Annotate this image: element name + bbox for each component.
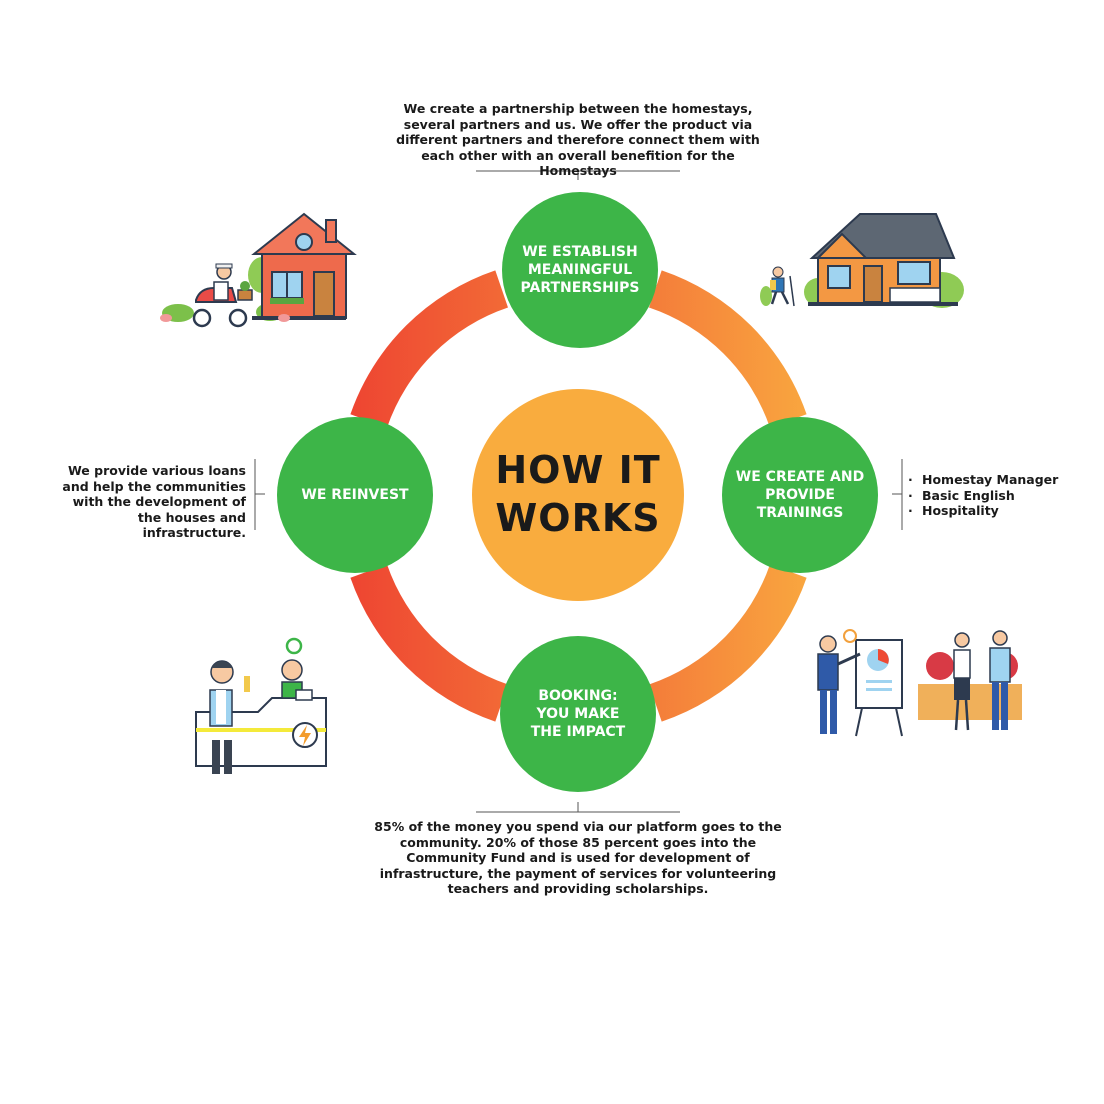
center-hub (472, 389, 684, 601)
stage-label-right-line-3: TRAININGS (756, 505, 844, 521)
stage-label-top-line-1: WE ESTABLISH (522, 244, 638, 260)
description-top: We create a partnership between the home… (396, 101, 760, 178)
stage-label-left: WE REINVEST (277, 441, 433, 549)
center-title-line-2: WORKS (495, 496, 661, 540)
ring-segment-bottom-right (649, 564, 807, 722)
stage-circle-top (502, 192, 658, 348)
stage-circle-right (722, 417, 878, 573)
ring-segment-top-left (350, 270, 508, 428)
stage-label-right-line-1: WE CREATE AND (735, 469, 865, 485)
description-bottom: 85% of the money you spend via our platf… (374, 819, 782, 896)
training-topic-item: Basic English (908, 488, 1098, 504)
stage-label-right: WE CREATE AND PROVIDE TRAININGS (722, 441, 878, 549)
stage-label-bottom-line-2: YOU MAKE (536, 706, 620, 722)
training-topic-item: Hospitality (908, 503, 1098, 519)
stage-label-bottom-line-1: BOOKING: (538, 688, 618, 704)
stage-label-bottom-line-3: THE IMPACT (530, 724, 626, 740)
house-with-hiker-icon (760, 213, 964, 308)
center-title: HOW IT WORKS (478, 446, 678, 542)
training-topics-list: Homestay Manager Basic English Hospitali… (908, 472, 1098, 519)
house-with-scooter-icon (160, 212, 357, 328)
stage-circle-left (277, 417, 433, 573)
stage-label-top-line-3: PARTNERSHIPS (520, 280, 640, 296)
training-topic-item: Homestay Manager (908, 472, 1098, 488)
training-presentation-icon (817, 629, 1022, 737)
stage-circle-bottom (500, 636, 656, 792)
stage-label-left-line-1: WE REINVEST (301, 487, 409, 503)
shop-counter-icon (195, 637, 327, 774)
stage-label-top-line-2: MEANINGFUL (527, 262, 633, 278)
ring-segment-bottom-left (350, 564, 508, 722)
description-left: We provide various loans and help the co… (62, 463, 246, 540)
center-title-line-1: HOW IT (495, 448, 661, 492)
ring-segment-top-right (649, 270, 807, 428)
stage-label-bottom: BOOKING: YOU MAKE THE IMPACT (500, 660, 656, 768)
stage-label-top: WE ESTABLISH MEANINGFUL PARTNERSHIPS (502, 216, 658, 324)
stage-label-right-line-2: PROVIDE (765, 487, 835, 503)
